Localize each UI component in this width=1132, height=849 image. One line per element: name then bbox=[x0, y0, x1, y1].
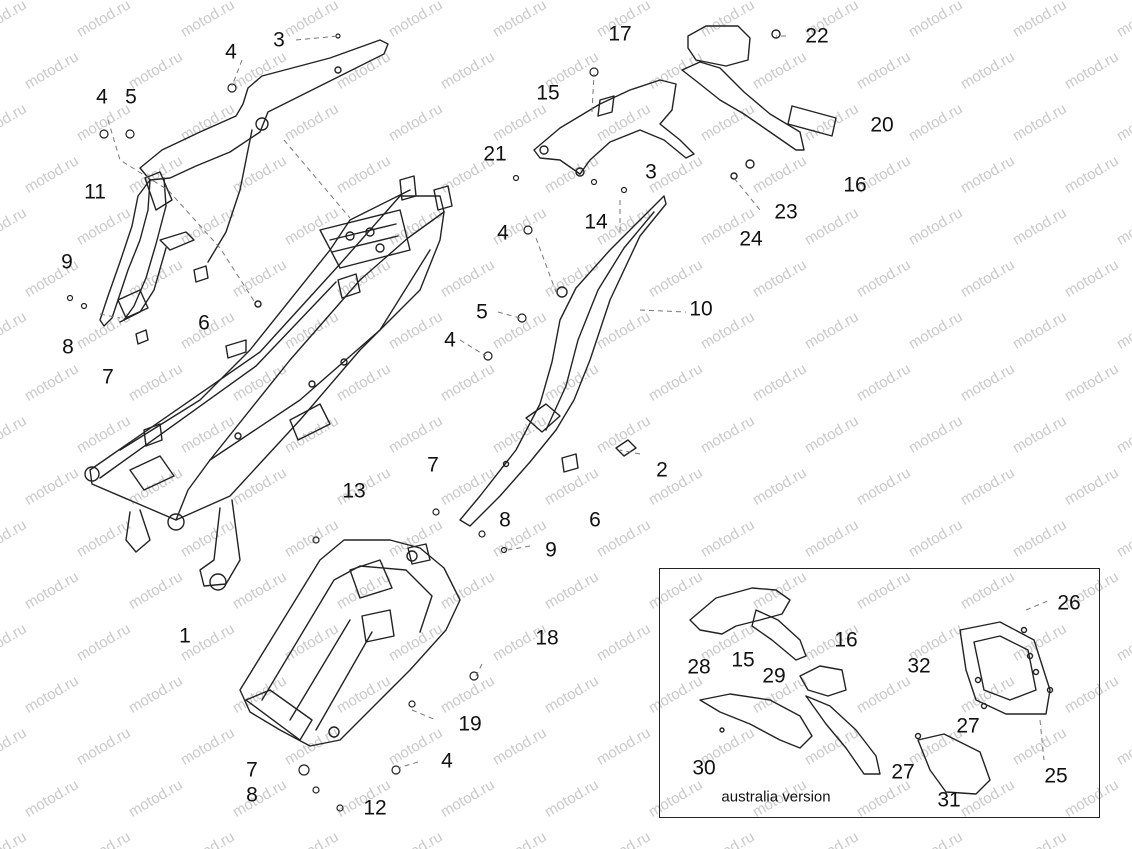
callout-3: 3 bbox=[645, 160, 657, 184]
callout-18: 18 bbox=[535, 626, 559, 650]
callout-9: 9 bbox=[61, 250, 73, 274]
callout-15: 15 bbox=[536, 81, 560, 105]
callout-27: 27 bbox=[956, 714, 980, 738]
callout-9: 9 bbox=[545, 538, 557, 562]
callout-26: 26 bbox=[1057, 591, 1081, 615]
under-tray bbox=[239, 539, 461, 747]
inset-parts bbox=[689, 587, 1054, 795]
licence-plate-holder bbox=[681, 25, 837, 180]
callout-13: 13 bbox=[342, 479, 366, 503]
callout-29: 29 bbox=[762, 664, 786, 688]
main-frame bbox=[84, 175, 453, 591]
callout-5: 5 bbox=[476, 300, 488, 324]
callout-30: 30 bbox=[692, 756, 716, 780]
callout-32: 32 bbox=[907, 654, 931, 678]
callout-21: 21 bbox=[483, 142, 507, 166]
left-side-cover bbox=[99, 39, 389, 327]
left-grab-bracket bbox=[119, 231, 209, 345]
callout-28: 28 bbox=[687, 655, 711, 679]
callout-4: 4 bbox=[225, 40, 237, 64]
callout-24: 24 bbox=[739, 227, 763, 251]
callout-4: 4 bbox=[441, 749, 453, 773]
callout-3: 3 bbox=[273, 28, 285, 52]
callout-8: 8 bbox=[499, 508, 511, 532]
callout-23: 23 bbox=[774, 200, 798, 224]
inset-caption: australia version bbox=[721, 788, 831, 806]
callout-7: 7 bbox=[427, 453, 439, 477]
callout-6: 6 bbox=[589, 508, 601, 532]
callout-16: 16 bbox=[834, 628, 858, 652]
callout-5: 5 bbox=[125, 85, 137, 109]
leader-lines bbox=[99, 35, 1051, 769]
callout-20: 20 bbox=[870, 113, 894, 137]
callout-6: 6 bbox=[198, 311, 210, 335]
australia-version-inset bbox=[659, 568, 1100, 818]
callout-4: 4 bbox=[444, 328, 456, 352]
callout-11: 11 bbox=[84, 180, 106, 204]
callout-4: 4 bbox=[497, 221, 509, 245]
callout-8: 8 bbox=[246, 783, 258, 807]
right-side-cover bbox=[459, 195, 667, 527]
callout-7: 7 bbox=[246, 758, 258, 782]
callout-2: 2 bbox=[656, 458, 668, 482]
callout-16: 16 bbox=[843, 173, 867, 197]
callout-22: 22 bbox=[805, 24, 829, 48]
fasteners bbox=[66, 33, 628, 812]
callout-12: 12 bbox=[363, 796, 387, 820]
callout-31: 31 bbox=[937, 788, 961, 812]
callout-15: 15 bbox=[731, 648, 755, 672]
callout-19: 19 bbox=[458, 712, 482, 736]
callout-7: 7 bbox=[102, 365, 114, 389]
callout-4: 4 bbox=[96, 85, 108, 109]
callout-10: 10 bbox=[689, 297, 713, 321]
callout-27: 27 bbox=[891, 760, 915, 784]
callout-8: 8 bbox=[62, 335, 74, 359]
callout-17: 17 bbox=[608, 22, 632, 46]
callout-25: 25 bbox=[1044, 764, 1068, 788]
callout-14: 14 bbox=[584, 210, 608, 234]
callout-1: 1 bbox=[179, 624, 191, 648]
tail-cover bbox=[533, 79, 695, 177]
